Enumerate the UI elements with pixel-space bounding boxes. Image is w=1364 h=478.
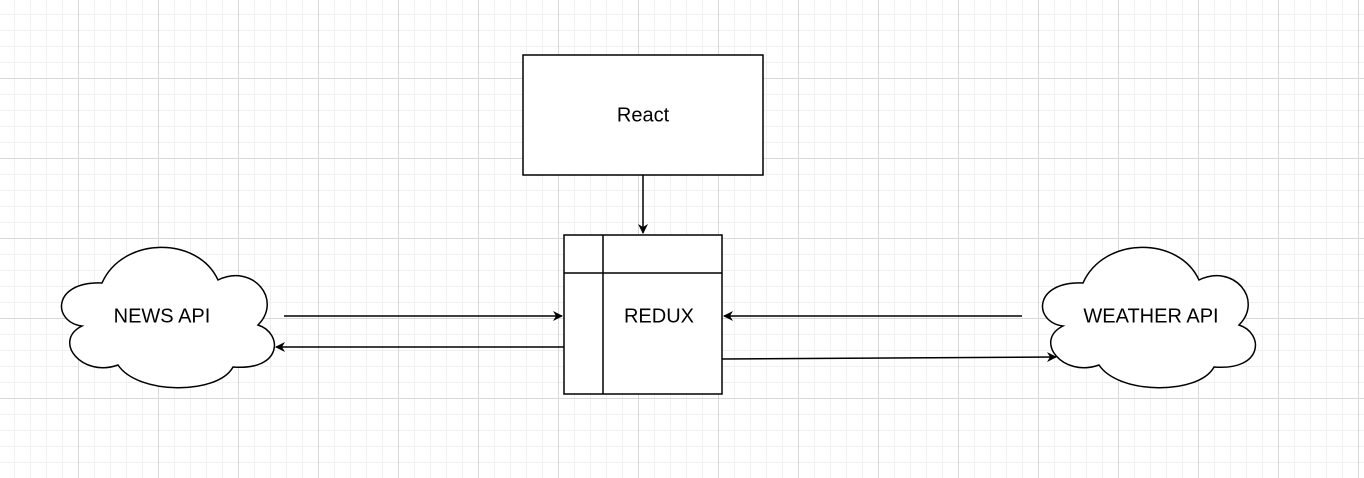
weather-api-node[interactable]: WEATHER API <box>1041 246 1256 389</box>
redux-node[interactable]: REDUX <box>563 234 723 395</box>
redux-to-weather-arrow <box>721 352 1057 363</box>
react-label: React <box>617 104 670 126</box>
news-api-node[interactable]: NEWS API <box>60 246 275 389</box>
react-node[interactable]: React <box>522 54 764 176</box>
weather-api-label: WEATHER API <box>1083 305 1218 327</box>
redux-label: REDUX <box>624 305 694 327</box>
news-api-cloud-icon <box>60 246 275 389</box>
redux-box <box>563 234 723 395</box>
weather-api-cloud-icon <box>1041 246 1256 389</box>
news-api-label: NEWS API <box>114 305 211 327</box>
react-box <box>522 54 764 176</box>
